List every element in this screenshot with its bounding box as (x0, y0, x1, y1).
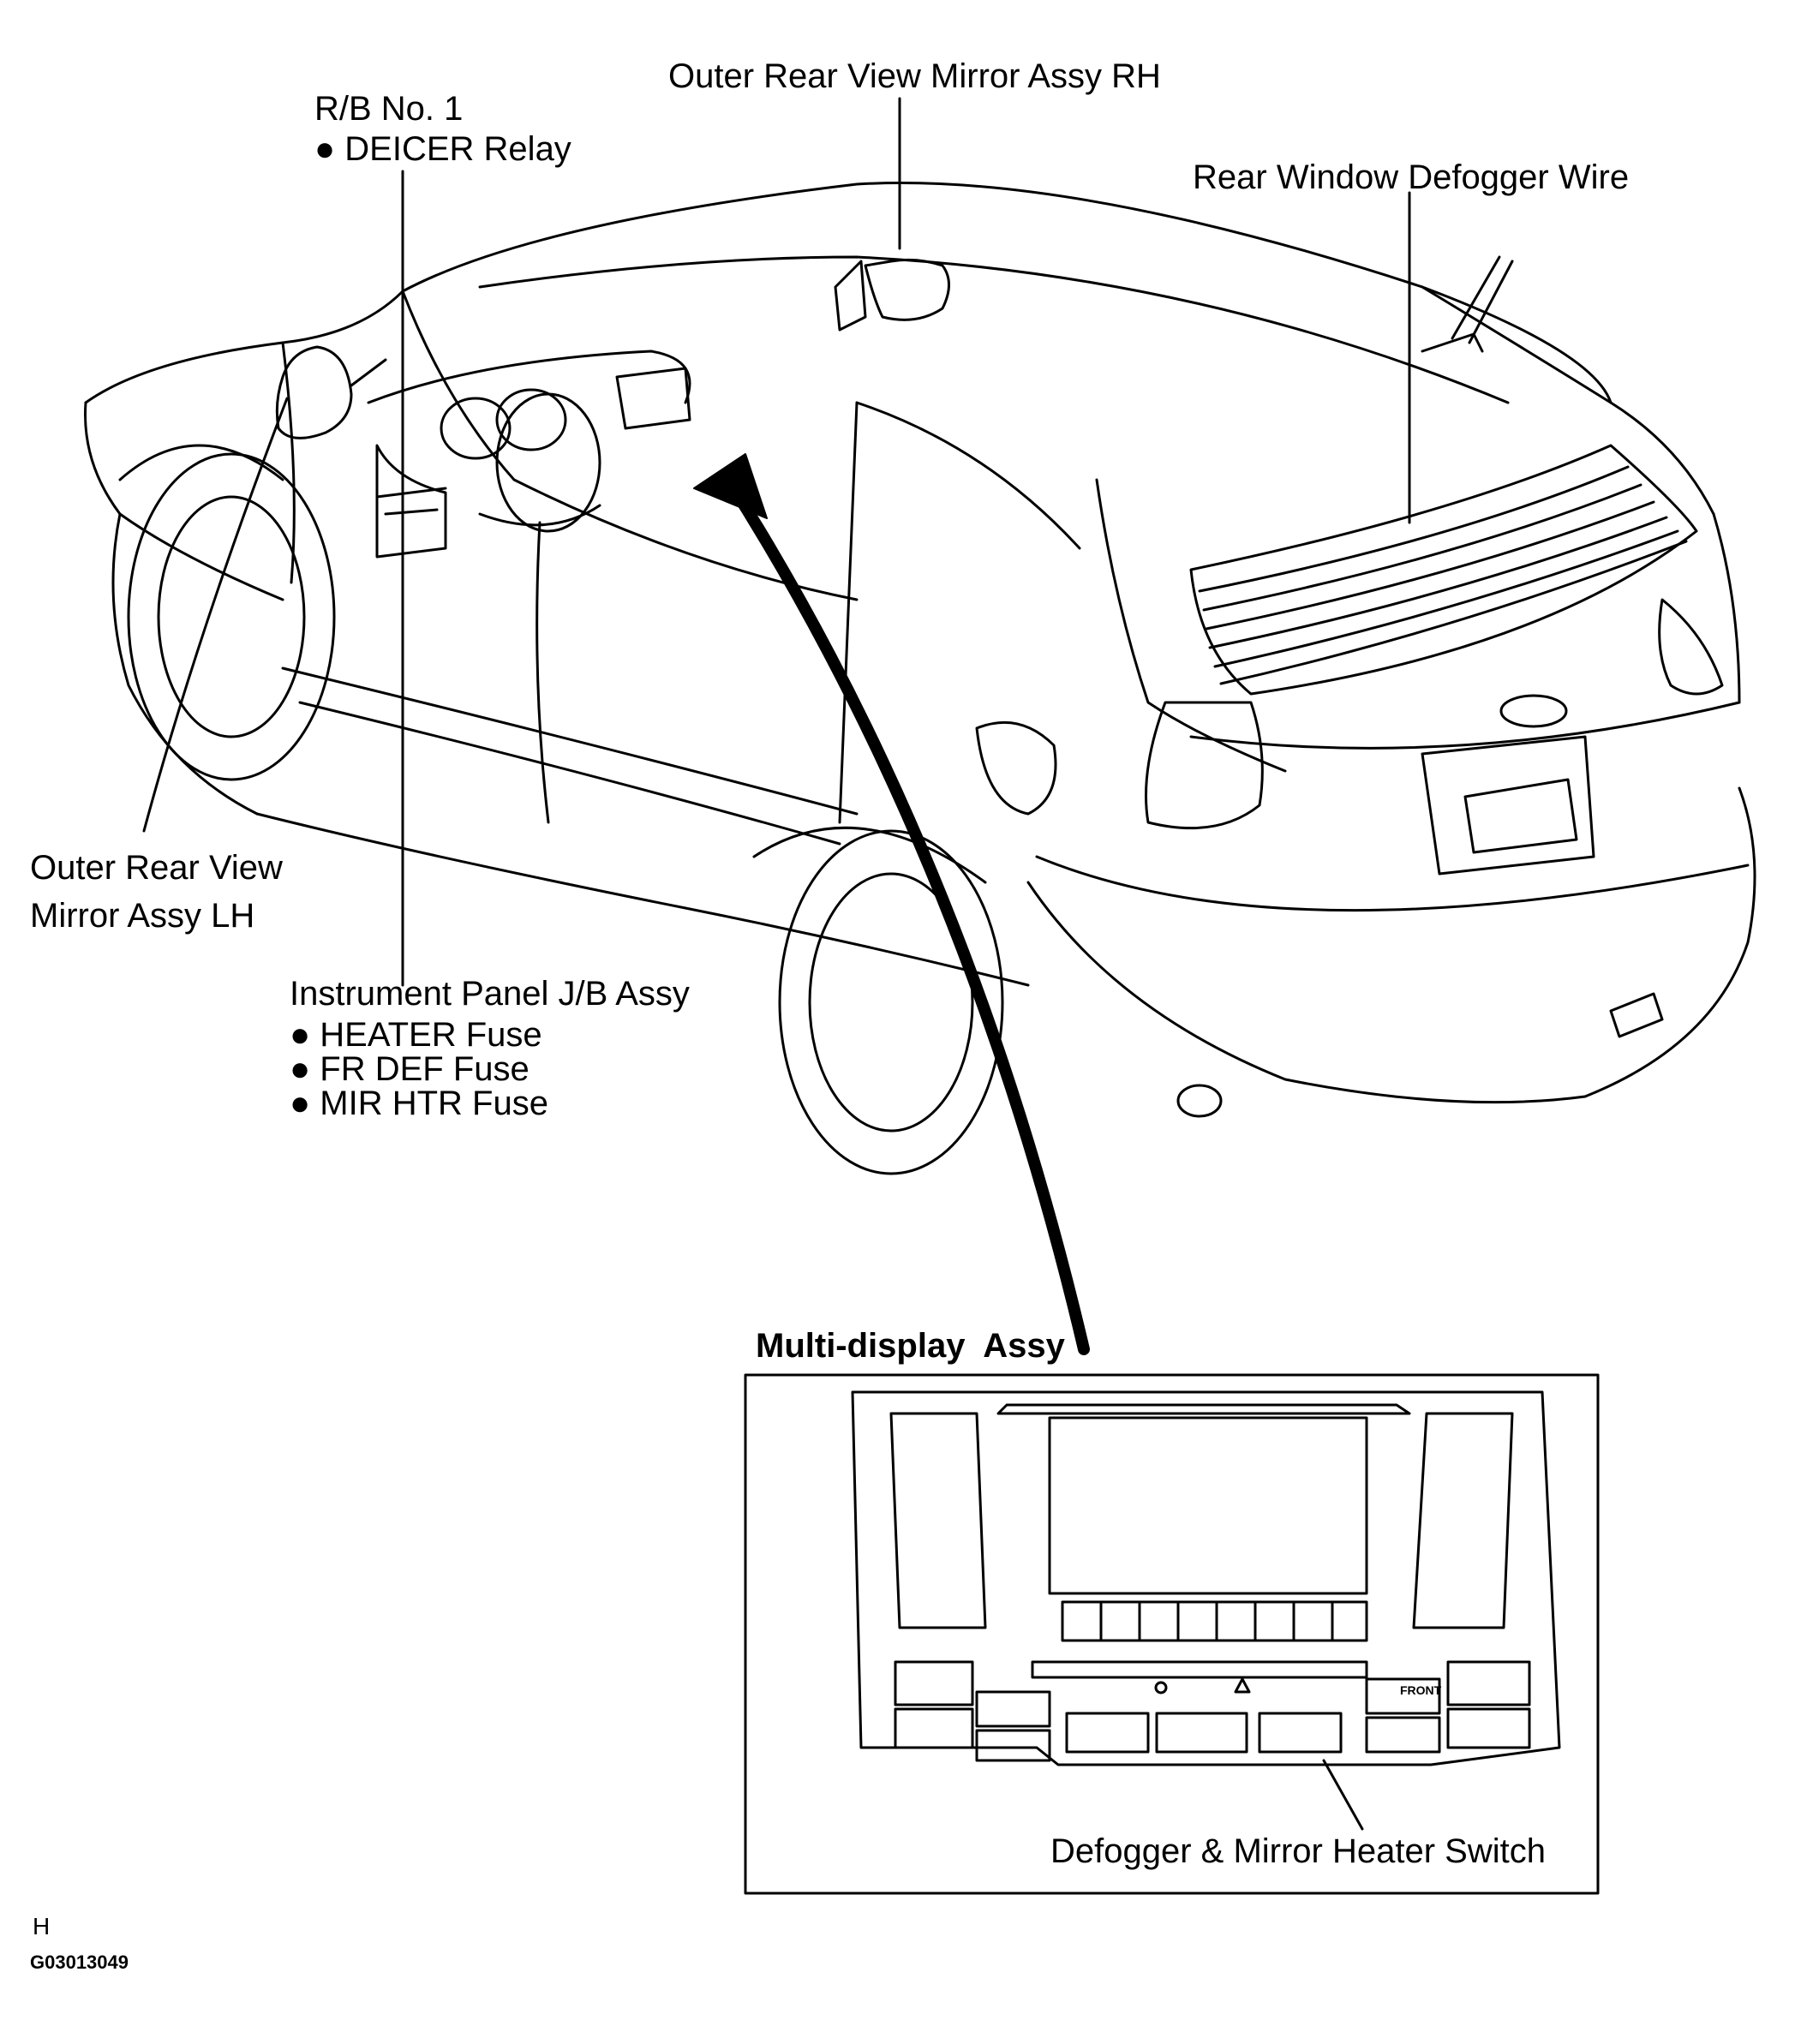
mirror-rh (834, 258, 950, 332)
bullet-icon: ● (290, 1050, 311, 1088)
jb-item-text: MIR HTR Fuse (320, 1085, 548, 1122)
rb-item-text: DEICER Relay (344, 130, 571, 169)
inset-frame (744, 1373, 1600, 1895)
panel-front-label: FRONT (1400, 1683, 1442, 1697)
jb-item: ● HEATER Fuse (290, 1018, 690, 1052)
mirror-lh-label: Outer Rear View Mirror Assy LH (30, 844, 283, 940)
multi-display-label: Multi-display Assy (756, 1327, 1065, 1365)
figure-code: G03013049 (30, 1951, 129, 1973)
front-wheel (118, 444, 336, 781)
dashboard (367, 350, 691, 559)
jb-item: ● MIR HTR Fuse (290, 1086, 690, 1121)
rear-window-defogger (1189, 444, 1698, 696)
switch-label: Defogger & Mirror Heater Switch (1050, 1832, 1546, 1870)
corner-letter: H (33, 1913, 51, 1939)
multi-display-panel (851, 1390, 1561, 1766)
defogger-wire-label: Rear Window Defogger Wire (1193, 158, 1630, 196)
leader-lines (142, 97, 1411, 1831)
bullet-icon: ● (290, 1016, 311, 1054)
mirror-lh-line1: Outer Rear View (30, 849, 283, 887)
rb-title: R/B No. 1 (314, 90, 464, 128)
vehicle-body (84, 182, 1756, 1118)
mirror-rh-label: Outer Rear View Mirror Assy RH (668, 57, 1161, 95)
pointer-arrow (693, 453, 1090, 1355)
jb-assy-label: Instrument Panel J/B Assy ● HEATER Fuse … (290, 977, 690, 1121)
mirror-lh-line2: Mirror Assy LH (30, 897, 255, 935)
rb-no1-label: R/B No. 1 ● DEICER Relay (314, 89, 571, 170)
jb-item-text: FR DEF Fuse (320, 1050, 530, 1088)
mirror-lh (275, 345, 387, 439)
jb-item-text: HEATER Fuse (320, 1016, 542, 1054)
bullet-icon: ● (290, 1085, 311, 1122)
jb-item: ● FR DEF Fuse (290, 1052, 690, 1086)
rb-item: ● DEICER Relay (314, 129, 571, 170)
jb-title: Instrument Panel J/B Assy (290, 975, 690, 1013)
rear-wheel (752, 826, 1004, 1175)
bullet-icon: ● (314, 130, 336, 169)
